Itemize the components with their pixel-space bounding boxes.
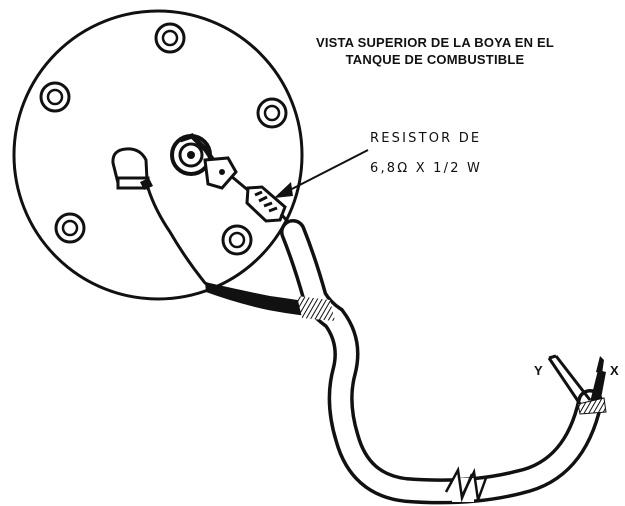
tape-wrap	[205, 282, 329, 318]
mounting-hole	[154, 22, 186, 54]
terminal-post	[170, 133, 238, 190]
wire-end-x	[577, 356, 607, 415]
diagram-title-line2: TANQUE DE COMBUSTIBLE	[345, 52, 525, 67]
resistor-label-line1: RESISTOR DE	[370, 131, 482, 146]
mounting-hole	[39, 81, 71, 113]
sender-plate	[12, 9, 304, 301]
resistor-pointer-arrow	[274, 149, 369, 198]
wire-label-y: Y	[534, 363, 543, 378]
wire-label-x: X	[610, 363, 619, 378]
resistor-label-line2: 6,8Ω X 1/2 W	[370, 161, 483, 176]
mounting-hole	[221, 224, 253, 256]
lamp-bulb	[111, 147, 153, 190]
mounting-hole	[54, 212, 86, 244]
cable-break-mark	[444, 466, 488, 503]
mounting-hole	[256, 97, 288, 129]
wire-end-y	[547, 354, 592, 405]
diagram-title-line1: VISTA SUPERIOR DE LA BOYA EN EL	[315, 35, 555, 50]
resistor	[230, 174, 300, 235]
